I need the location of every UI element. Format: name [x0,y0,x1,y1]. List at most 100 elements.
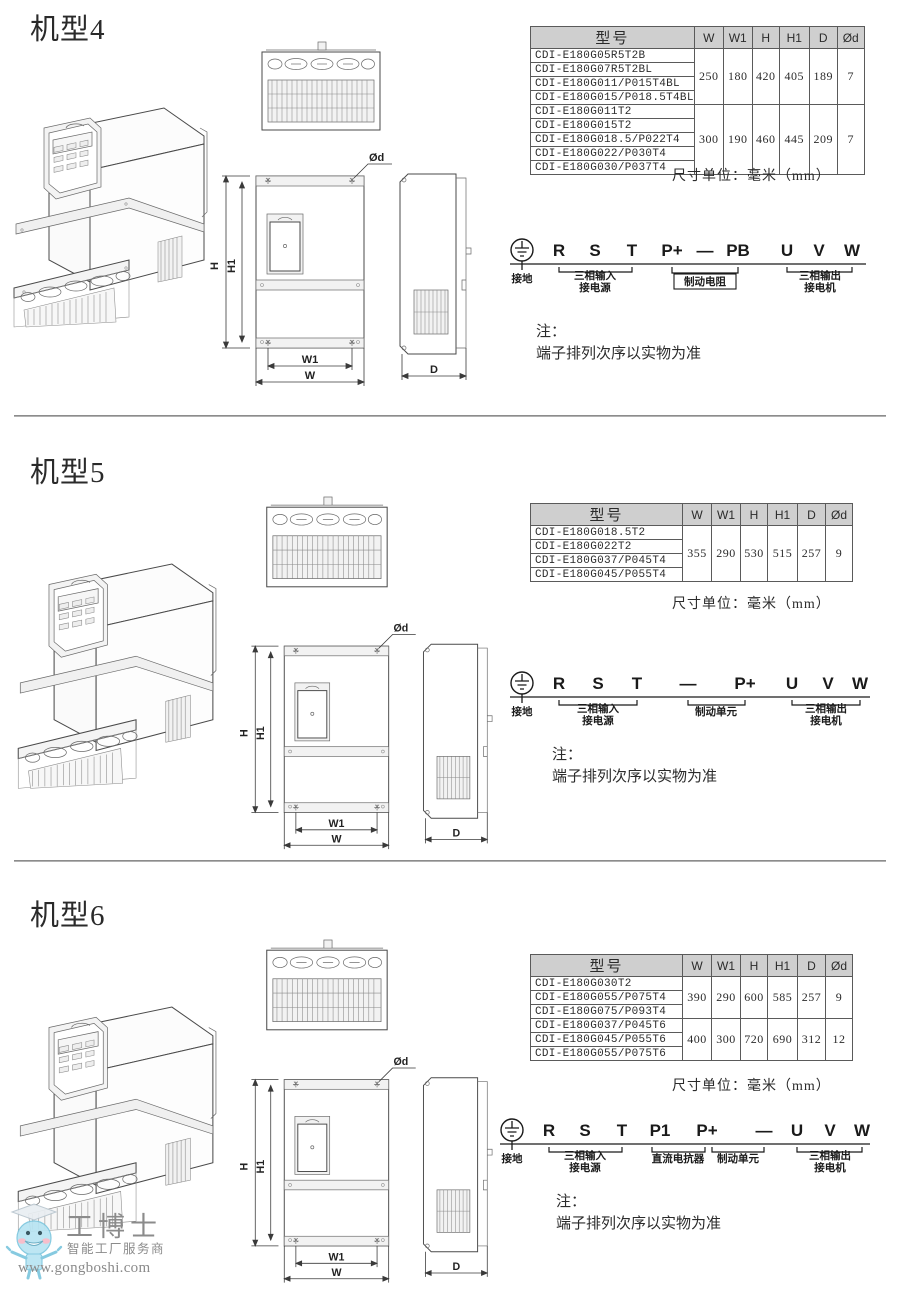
table-row: CDI-E180G045/P055T4 [530,567,853,582]
cell-model: CDI-E180G075/P093T4 [530,1004,683,1019]
th-model: 型号 [530,503,683,526]
group-brake-line1: 制动电阻 [684,275,726,288]
cell-d: 189 [808,48,838,105]
terminal-pplus: P+ [661,241,682,260]
group-output-line2: 接电机 [814,1161,846,1174]
cell-w: 400 [682,1018,712,1061]
th-w: W [682,954,712,977]
table-row: CDI-E180G045/P055T6 [530,1032,853,1047]
th-d: D [797,503,826,526]
terminal-v: V [824,1121,836,1140]
cell-model: CDI-E180G037/P045T6 [530,1018,683,1033]
ground-label: 接地 [512,705,533,718]
cell-h1: 515 [767,525,798,582]
th-w1: W1 [722,26,753,49]
isometric-view-5 [8,543,218,793]
cell-model: CDI-E180G055/P075T4 [530,990,683,1005]
group-input-line2: 接电源 [579,281,611,294]
terminal-pplus: P+ [734,674,755,693]
section-title-5: 机型5 [30,457,106,489]
top-view-4 [258,41,388,140]
terminal-w: W [854,1121,871,1140]
table-row: CDI-E180G07R5T2BL [530,62,865,77]
dimension-label-od: Ød [394,1056,409,1068]
dimension-label-w: W [331,833,342,845]
front-and-side-view-4: Ød H H1 [204,148,504,393]
top-view-6 [262,939,396,1040]
cell-od: 7 [836,104,865,175]
th-w: W [693,26,724,49]
cell-model: CDI-E180G055/P075T6 [530,1046,683,1061]
dimension-label-od: Ød [369,152,384,164]
th-h1: H1 [767,503,798,526]
th-model: 型号 [530,26,695,49]
terminal-pb: PB [726,241,750,260]
terminal-u: U [781,241,793,260]
terminal-r: R [543,1121,555,1140]
th-h1: H1 [778,26,810,49]
cell-w1: 180 [722,48,753,105]
isometric-view-6 [8,986,218,1236]
machine-type-section-6: 机型6 [0,860,900,1283]
cell-model: CDI-E180G030T2 [530,976,683,991]
cell-model: CDI-E180G045/P055T6 [530,1032,683,1047]
group-output-line2: 接电机 [810,714,842,727]
terminal-diagram-6: 接地 R S T P1 P+ — U V W 三相输入 接电源 直流电抗器 制动… [492,1110,884,1182]
cell-model: CDI-E180G018.5T2 [530,525,683,540]
table-header-row: 型号 W W1 H H1 D Ød [530,503,853,526]
cell-w: 355 [682,525,712,582]
group-output-line1: 三相输出 [805,702,847,715]
isometric-view-4 [4,92,209,328]
terminal-s: S [579,1121,590,1140]
cell-d: 312 [797,1018,826,1061]
th-model: 型号 [530,954,683,977]
terminal-s: S [589,241,600,260]
note-line-2: 端子排列次序以实物为准 [552,768,718,785]
table-header-row: 型号 W W1 H H1 D Ød [530,26,865,49]
cell-d: 257 [797,525,826,582]
terminal-p1: P1 [650,1121,671,1140]
th-d: D [797,954,826,977]
front-and-side-view-6: Ød H H1 [234,1046,524,1296]
ground-icon [500,1118,524,1150]
unit-note-6: 尺寸单位：毫米（mm） [672,1079,831,1094]
terminal-t: T [617,1121,628,1140]
cell-d: 257 [797,976,826,1019]
note-line-2: 端子排列次序以实物为准 [536,345,702,362]
group-input-line1: 三相输入 [574,269,616,282]
group-output-line1: 三相输出 [809,1149,851,1162]
table-row: CDI-E180G075/P093T4 [530,1004,853,1019]
dimension-label-od: Ød [394,623,409,635]
th-w1: W1 [711,503,741,526]
section-title-6: 机型6 [30,900,106,932]
section-divider-2 [14,860,886,862]
cell-model: CDI-E180G011T2 [530,104,695,119]
th-od: Ød [825,954,853,977]
dimension-label-w1: W1 [302,354,319,366]
ground-label: 接地 [502,1152,523,1165]
front-and-side-view-5: Ød H H1 [234,615,524,860]
cell-od: 9 [825,525,853,582]
table-row: CDI-E180G011/P015T4BL [530,76,865,91]
group-input-line2: 接电源 [569,1161,601,1174]
cell-h1: 585 [767,976,798,1019]
th-h: H [740,503,768,526]
cell-model: CDI-E180G07R5T2BL [530,62,695,77]
unit-note-4: 尺寸单位：毫米（mm） [672,169,831,184]
th-od: Ød [836,26,865,49]
terminal-minus: — [756,1121,773,1140]
terminal-r: R [553,241,565,260]
cell-model: CDI-E180G05R5T2B [530,48,695,63]
table-row: CDI-E180G030/P037T4 [530,160,865,175]
cell-w1: 290 [711,525,741,582]
